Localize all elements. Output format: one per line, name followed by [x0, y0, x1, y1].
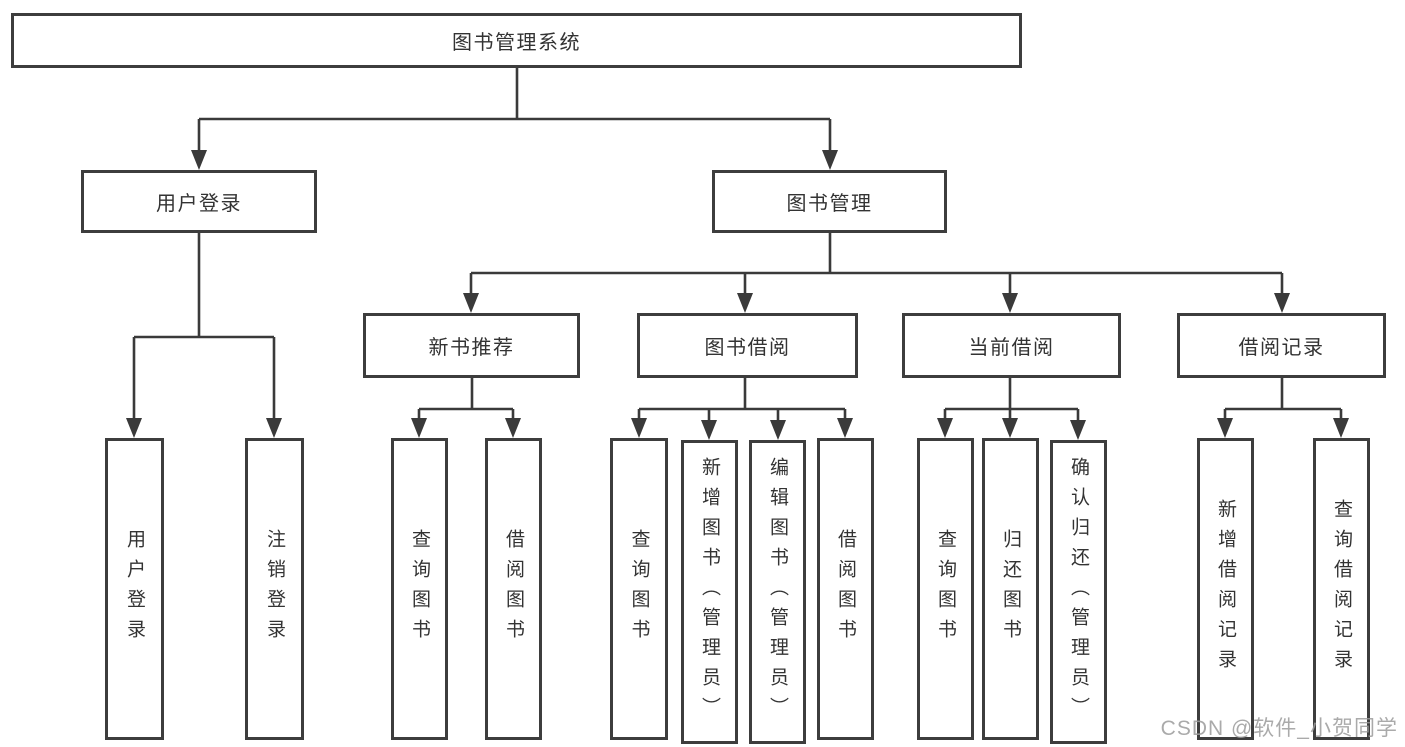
node-label: 查询图书: [628, 529, 650, 649]
node-label: 图书管理系统: [452, 32, 581, 54]
node-label: 用户登录: [156, 193, 242, 215]
node-label: 编辑图书（管理员）: [767, 457, 788, 727]
leaf-br-add-record: 新增借阅记录: [1197, 438, 1254, 740]
leaf-br-query-record: 查询借阅记录: [1313, 438, 1370, 740]
leaf-cb-query-books: 查询图书: [917, 438, 974, 740]
node-label: 用户登录: [124, 529, 145, 649]
node-label: 借阅图书: [503, 529, 524, 649]
node-current-borrowing: 当前借阅: [902, 313, 1121, 378]
leaf-nb-query-books: 查询图书: [391, 438, 448, 740]
node-book-management: 图书管理: [712, 170, 947, 233]
leaf-cb-return-books: 归还图书: [982, 438, 1039, 740]
node-label: 借阅图书: [835, 529, 856, 649]
node-library-management-system: 图书管理系统: [11, 13, 1022, 68]
node-new-book-recommend: 新书推荐: [363, 313, 580, 378]
leaf-logout: 注销登录: [245, 438, 304, 740]
node-label: 新书推荐: [428, 337, 515, 359]
node-label: 图书借阅: [704, 337, 791, 359]
node-user-login: 用户登录: [81, 170, 317, 233]
leaf-user-login: 用户登录: [105, 438, 164, 740]
arrowheads: [126, 150, 1349, 440]
node-label: 确认归还（管理员）: [1068, 457, 1089, 727]
node-label: 查询借阅记录: [1331, 499, 1352, 679]
node-label: 新增借阅记录: [1215, 499, 1236, 679]
leaf-cb-confirm-return-admin: 确认归还（管理员）: [1050, 440, 1107, 744]
leaf-bb-edit-books-admin: 编辑图书（管理员）: [749, 440, 806, 744]
leaf-nb-borrow-books: 借阅图书: [485, 438, 542, 740]
leaf-bb-add-books-admin: 新增图书（管理员）: [681, 440, 738, 744]
node-label: 注销登录: [264, 529, 285, 649]
node-label: 归还图书: [1000, 529, 1021, 649]
node-book-borrowing: 图书借阅: [637, 313, 858, 378]
leaf-bb-borrow-books: 借阅图书: [817, 438, 874, 740]
leaf-bb-query-books: 查询图书: [610, 438, 668, 740]
node-label: 借阅记录: [1238, 337, 1325, 359]
node-label: 新增图书（管理员）: [699, 457, 720, 727]
node-label: 查询图书: [935, 529, 956, 649]
node-borrowing-records: 借阅记录: [1177, 313, 1386, 378]
node-label: 图书管理: [786, 193, 873, 215]
node-label: 当前借阅: [968, 337, 1055, 359]
csdn-watermark: CSDN @软件_小贺同学: [1160, 717, 1398, 740]
node-label: 查询图书: [409, 529, 430, 649]
